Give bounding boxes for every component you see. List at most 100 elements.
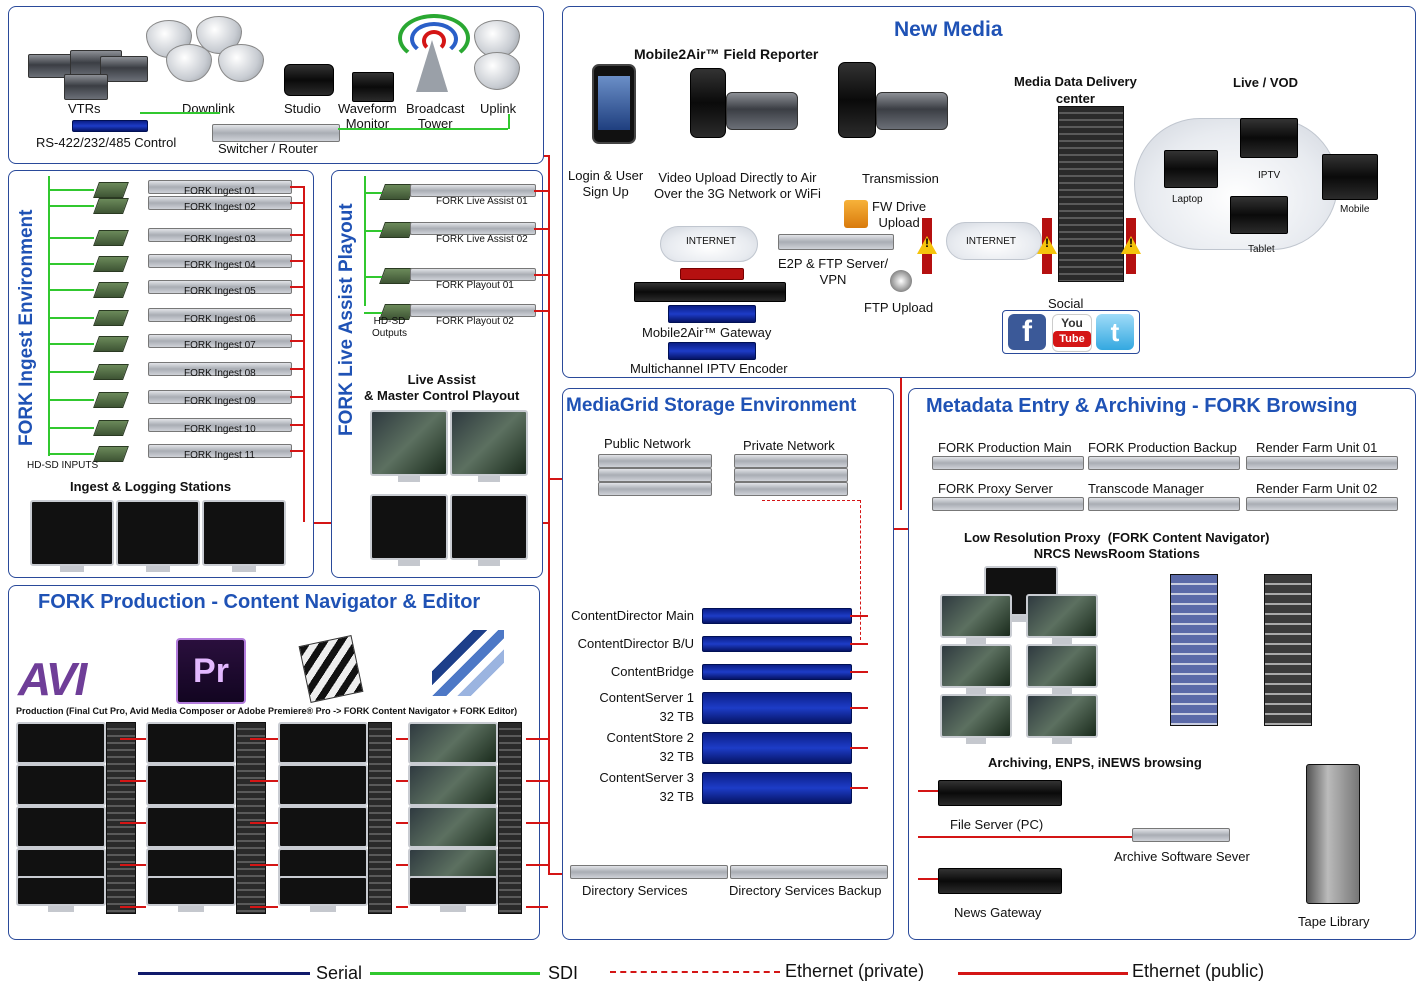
satellite-dish-icon bbox=[166, 44, 212, 82]
editor-monitor[interactable] bbox=[146, 806, 236, 854]
broadcast-signal-icon bbox=[410, 22, 458, 56]
new-media-title: New Media bbox=[894, 18, 1003, 41]
ingest-server-label: FORK Ingest 05 bbox=[184, 286, 256, 297]
capture-card-icon bbox=[93, 256, 129, 272]
editor-monitor[interactable] bbox=[278, 764, 368, 812]
editor-monitor[interactable] bbox=[408, 876, 498, 912]
newsroom-station[interactable] bbox=[1026, 694, 1098, 744]
newsroom-station[interactable] bbox=[940, 694, 1012, 744]
twitter-icon[interactable]: t bbox=[1096, 314, 1134, 350]
ethernet-line bbox=[534, 274, 548, 276]
media-center-label: Media Data Delivery center bbox=[1014, 74, 1137, 106]
archive-line bbox=[918, 836, 1132, 838]
archive-sw-label: Archive Software Sever bbox=[1114, 849, 1250, 864]
phone-login-icon bbox=[592, 64, 636, 144]
sdi-line bbox=[48, 427, 94, 429]
mobile-icon bbox=[1322, 154, 1378, 200]
directory-backup-label: Directory Services Backup bbox=[729, 883, 882, 898]
hd-sd-inputs-label: HD-SD INPUTS bbox=[27, 460, 99, 471]
vtr-device bbox=[100, 56, 148, 82]
editor-monitor[interactable] bbox=[16, 806, 106, 854]
storage-device bbox=[702, 732, 852, 764]
editor-monitor[interactable] bbox=[278, 876, 368, 912]
ethernet-line bbox=[290, 424, 304, 426]
private-switch bbox=[734, 454, 848, 468]
waveform-label: Waveform Monitor bbox=[338, 101, 397, 131]
editor-monitor[interactable] bbox=[16, 722, 106, 770]
ingest-station-monitor[interactable] bbox=[116, 500, 200, 572]
meta-server-label: FORK Production Main bbox=[938, 440, 1072, 455]
playout-monitor[interactable] bbox=[450, 494, 528, 566]
mobile-label: Mobile bbox=[1340, 204, 1370, 215]
sdi-line bbox=[140, 112, 220, 114]
capture-card-icon bbox=[93, 336, 129, 352]
meta-server-label: Render Farm Unit 02 bbox=[1256, 481, 1378, 496]
youtube-icon[interactable]: You Tube bbox=[1052, 314, 1092, 352]
ethernet-line bbox=[290, 234, 304, 236]
playout-server-label: FORK Playout 02 bbox=[436, 316, 514, 327]
legend-serial-label: Serial bbox=[316, 963, 363, 983]
premiere-logo-text: Pr bbox=[193, 652, 229, 690]
legend-private-line bbox=[610, 971, 780, 973]
editor-monitor[interactable] bbox=[146, 876, 236, 912]
newsroom-station[interactable] bbox=[940, 594, 1012, 644]
editor-monitor[interactable] bbox=[16, 876, 106, 912]
editor-monitor[interactable] bbox=[278, 806, 368, 854]
ethernet-line bbox=[120, 738, 146, 740]
ingest-station-monitor[interactable] bbox=[202, 500, 286, 572]
ethernet-line bbox=[250, 864, 278, 866]
playout-stations-label: Live Assist & Master Control Playout bbox=[364, 372, 520, 403]
playout-monitor[interactable] bbox=[370, 494, 448, 566]
internet-cloud-left bbox=[660, 226, 758, 262]
public-switch bbox=[598, 454, 712, 468]
playout-monitor[interactable] bbox=[370, 410, 448, 482]
broadcast-signal-icon bbox=[398, 14, 470, 62]
storage-device bbox=[702, 692, 852, 724]
newsroom-station[interactable] bbox=[1026, 644, 1098, 694]
uplink-dish-icon bbox=[474, 52, 520, 90]
sdi-line bbox=[48, 289, 94, 291]
firewall-icon bbox=[922, 218, 932, 274]
ingest-station-monitor[interactable] bbox=[30, 500, 114, 572]
private-ethernet-line bbox=[762, 500, 860, 501]
network-switch bbox=[634, 282, 786, 302]
final-cut-logo bbox=[298, 635, 364, 703]
directory-backup-device bbox=[730, 865, 888, 879]
capture-card-icon bbox=[93, 282, 129, 298]
ethernet-line bbox=[850, 671, 868, 673]
editor-monitor[interactable] bbox=[146, 722, 236, 770]
ethernet-line bbox=[303, 186, 305, 522]
meta-server-device bbox=[932, 497, 1084, 511]
archive-server-device bbox=[1132, 828, 1230, 842]
playout-monitor[interactable] bbox=[450, 410, 528, 482]
playout-server-label: FORK Live Assist 01 bbox=[436, 196, 528, 207]
ethernet-line bbox=[396, 780, 408, 782]
editor-monitor[interactable] bbox=[16, 764, 106, 812]
social-label: Social bbox=[1048, 296, 1084, 311]
file-server-device bbox=[938, 780, 1062, 806]
newsroom-station[interactable] bbox=[1026, 594, 1098, 644]
media-data-rack bbox=[1058, 106, 1124, 282]
facebook-icon[interactable]: f bbox=[1008, 314, 1046, 350]
camera-icon bbox=[284, 64, 334, 96]
newsroom-station[interactable] bbox=[940, 644, 1012, 694]
meta-server-device bbox=[932, 456, 1084, 470]
editor-monitor[interactable] bbox=[408, 764, 498, 812]
ethernet-line bbox=[250, 822, 278, 824]
editor-monitor[interactable] bbox=[408, 806, 498, 854]
capture-card-icon bbox=[93, 446, 129, 462]
ethernet-line bbox=[290, 368, 304, 370]
sdi-line bbox=[48, 343, 94, 345]
editor-monitor[interactable] bbox=[278, 722, 368, 770]
tablet-label: Tablet bbox=[1248, 244, 1275, 255]
control-unit bbox=[72, 120, 148, 132]
newsroom-rack bbox=[1170, 574, 1218, 726]
editor-monitor[interactable] bbox=[408, 722, 498, 770]
ethernet-line bbox=[850, 615, 868, 617]
capture-card-icon bbox=[93, 182, 129, 198]
ingest-stations-label: Ingest & Logging Stations bbox=[70, 479, 232, 494]
editor-monitor[interactable] bbox=[146, 764, 236, 812]
firewall-bar bbox=[680, 268, 744, 280]
fw-drive-label: FW Drive Upload bbox=[872, 199, 927, 230]
ingest-title: FORK Ingest Environment bbox=[16, 209, 37, 446]
